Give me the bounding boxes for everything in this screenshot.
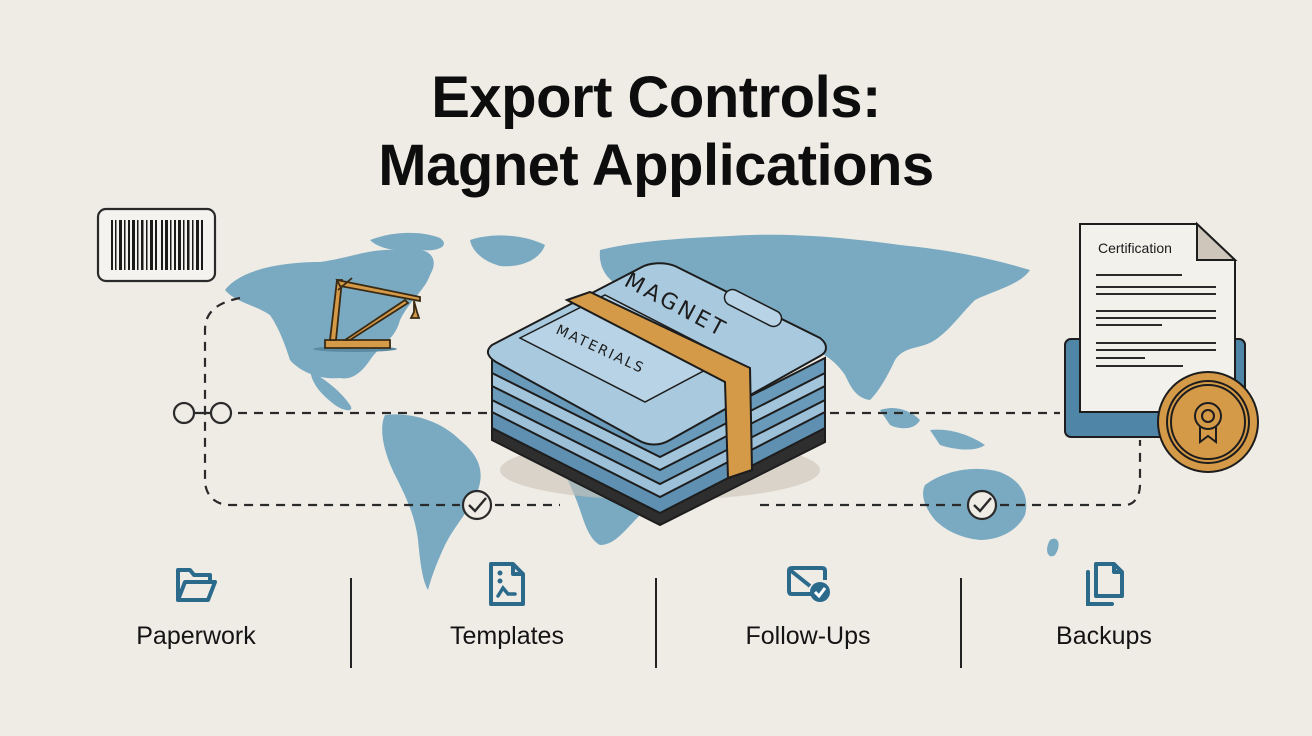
footer-label: Paperwork <box>136 622 256 650</box>
link-circles-icon <box>172 401 233 425</box>
copy-files-icon <box>1086 562 1124 606</box>
document-chart-icon <box>489 562 525 606</box>
certificate-illustration <box>1064 221 1259 473</box>
divider <box>350 578 352 668</box>
check-circle-icon <box>966 489 998 521</box>
footer-item-paperwork[interactable]: Paperwork <box>86 560 306 651</box>
footer-label: Follow-Ups <box>745 622 871 650</box>
certificate-heading: Certification <box>1098 240 1172 256</box>
mail-check-icon <box>787 566 830 602</box>
divider <box>655 578 657 668</box>
footer-item-backups[interactable]: Backups <box>994 560 1214 651</box>
award-ribbon-icon <box>1157 371 1259 473</box>
folder-open-icon <box>176 568 217 602</box>
route-lines <box>203 296 1142 507</box>
title-line-2: Magnet Applications <box>378 133 934 198</box>
divider <box>960 578 962 668</box>
footer-label: Backups <box>1056 622 1152 650</box>
footer-label: Templates <box>450 622 564 650</box>
footer-item-follow-ups[interactable]: Follow-Ups <box>698 560 918 651</box>
page-title: Export Controls: Magnet Applications <box>0 64 1312 200</box>
footer-item-templates[interactable]: Templates <box>397 560 617 651</box>
title-line-1: Export Controls: <box>431 65 881 130</box>
crane-icon <box>313 277 421 352</box>
check-circle-icon <box>461 489 493 521</box>
barcode-icon <box>96 207 217 283</box>
